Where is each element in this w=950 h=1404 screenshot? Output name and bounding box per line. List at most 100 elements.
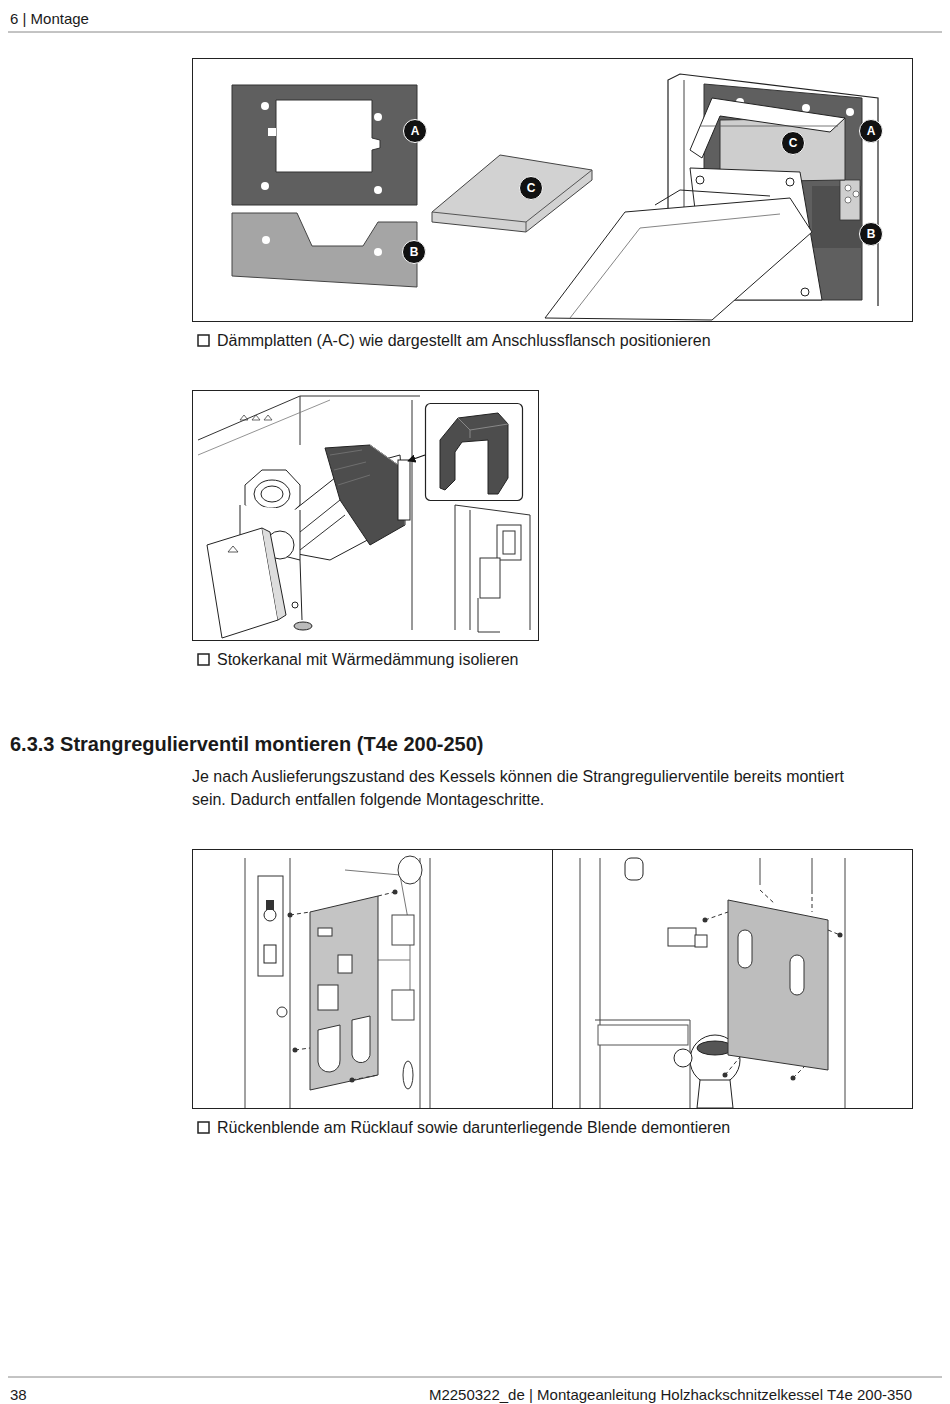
figure-insulation-plates-part — [570, 214, 780, 318]
figure-insulation-plates-part — [232, 85, 417, 205]
figure-stoker-insulation-part — [408, 455, 425, 461]
checkbox-symbol-part — [198, 1122, 209, 1133]
figure-stoker-insulation-part — [478, 598, 500, 632]
figure-insulation-plates-part — [696, 176, 704, 184]
figure-insulation-plates-part — [786, 178, 794, 186]
figure-stoker-insulation-part — [426, 404, 523, 501]
figure-insulation-plates-part — [690, 98, 845, 158]
figure-rear-panels-part — [318, 928, 332, 936]
step-instruction: Dämmplatten (A-C) wie dargestellt am Ans… — [217, 331, 711, 351]
figure-insulation-plates-part — [374, 186, 382, 194]
callout-letter: B — [402, 240, 426, 264]
figure-insulation-plates-part — [845, 185, 851, 191]
figure-insulation-plates-part — [655, 190, 770, 205]
callout-letter: C — [781, 131, 805, 155]
figure-rear-panels-part — [193, 850, 913, 1109]
figure-stoker-insulation-part — [503, 531, 515, 554]
figure-stoker-insulation — [193, 391, 539, 641]
callout-letter: C — [519, 176, 543, 200]
figure-rear-panels-part — [392, 990, 414, 1020]
step-instruction: Stokerkanal mit Wärmedämmung isolieren — [217, 650, 518, 670]
figure-stoker-insulation-part — [480, 558, 500, 598]
figure-rear-panels-part — [264, 909, 276, 921]
figure-rear-panels-part — [393, 890, 398, 895]
figure-insulation-plates-part — [193, 59, 913, 322]
figure-insulation-plates-part — [853, 191, 859, 197]
figure-rear-panels-part — [293, 1048, 298, 1053]
figure-insulation-plates-part — [432, 170, 592, 222]
figure-rear-panels-part — [668, 928, 696, 946]
figure-stoker-insulation-part — [455, 505, 530, 515]
figure-stoker-insulation-part — [292, 602, 298, 608]
figure-insulation-plates-part — [545, 198, 812, 320]
figure-rear-panels-part — [266, 900, 274, 910]
figure-stoker-insulation-part — [198, 400, 330, 455]
figure-rear-panels-part — [705, 890, 840, 1078]
figure-stoker-insulation-part — [198, 396, 420, 440]
figure-rear-panels-part — [790, 955, 804, 995]
figure-rear-panels-part — [338, 955, 352, 973]
rule-lines-part — [8, 32, 942, 33]
figure-rear-panels-part — [703, 918, 708, 923]
figure-insulation-plates-part — [802, 104, 810, 112]
section-heading: 6.3.3 Strangregulierventil montieren (T4… — [10, 732, 484, 756]
figure-insulation-plates-part — [374, 113, 382, 121]
figure-rear-panels-part — [695, 935, 707, 947]
figure-stoker-insulation-part — [412, 400, 530, 630]
checkbox-symbol-part — [198, 335, 209, 346]
callout-letter: B — [859, 222, 883, 246]
figure-insulation-plates-part — [526, 222, 527, 232]
figure-rear-panels-part — [674, 1049, 692, 1067]
figure-rear-panels-part — [288, 913, 293, 918]
figure-rear-panels-part — [398, 856, 422, 884]
figure-insulation-plates-part — [846, 108, 854, 116]
figure-rear-panels-part — [403, 1061, 413, 1089]
figure-rear-panels-part — [723, 1073, 728, 1078]
rule-lines-part — [8, 1377, 942, 1378]
figure-rear-panels-part — [310, 896, 378, 1090]
figure-stoker-insulation-part — [325, 445, 405, 545]
figure-insulation-plates-part — [268, 128, 276, 136]
body-paragraph: Je nach Auslieferungszustand des Kessels… — [192, 765, 876, 811]
page-footer: M2250322_de | Montageanleitung Holzhacks… — [429, 1385, 912, 1404]
figure-rear-panels-part — [258, 876, 283, 976]
step-instruction: Rückenblende am Rücklauf sowie darunterl… — [217, 1118, 730, 1138]
figure-insulation-plates-part — [801, 288, 809, 296]
figure-stoker-insulation-part — [440, 413, 508, 494]
figure-rear-panels — [193, 850, 913, 1109]
figure-stoker-insulation-part — [228, 546, 238, 552]
figure-stoker-insulation-part — [300, 396, 301, 445]
figure-stoker-insulation-part — [261, 486, 283, 502]
figure-stoker-insulation-part — [262, 528, 286, 620]
figure-insulation-plates-part — [261, 102, 269, 110]
figure-insulation-plates-part — [262, 236, 270, 244]
figure-stoker-insulation-part — [193, 391, 539, 641]
figure-rear-panels-part — [392, 915, 414, 945]
figure-stoker-insulation-part — [330, 450, 370, 485]
figure-stoker-insulation-part — [497, 525, 521, 560]
figure-rear-panels-part — [264, 945, 276, 963]
figure-stoker-insulation-part — [240, 415, 272, 420]
callout-letter: A — [403, 119, 427, 143]
figure-rear-panels-part — [697, 1080, 733, 1108]
figure-stoker-insulation-part — [254, 480, 290, 508]
figure-rear-panels-part — [791, 1076, 796, 1081]
figure-insulation-plates-part — [845, 197, 851, 203]
figure-stoker-insulation-part — [300, 560, 302, 620]
figure-insulation-plates-part — [261, 182, 269, 190]
figure-rear-panels-part — [352, 1016, 370, 1063]
figure-rear-panels-part — [350, 1078, 355, 1083]
figure-rear-panels-part — [760, 858, 812, 890]
rule-lines — [8, 32, 942, 1377]
figure-insulation-plates-part — [840, 180, 860, 220]
figure-rear-panels-part — [838, 933, 843, 938]
figure-insulation-plates-part — [232, 213, 417, 287]
figure-rear-panels-part — [728, 900, 828, 1070]
figure-rear-panels-part — [290, 892, 395, 1080]
figure-rear-panels-part — [580, 858, 845, 1108]
callout-letter: A — [859, 119, 883, 143]
figure-rear-panels-part — [277, 1007, 287, 1017]
figure-stoker-insulation-part — [294, 622, 312, 630]
figure-insulation-plates — [193, 59, 913, 322]
